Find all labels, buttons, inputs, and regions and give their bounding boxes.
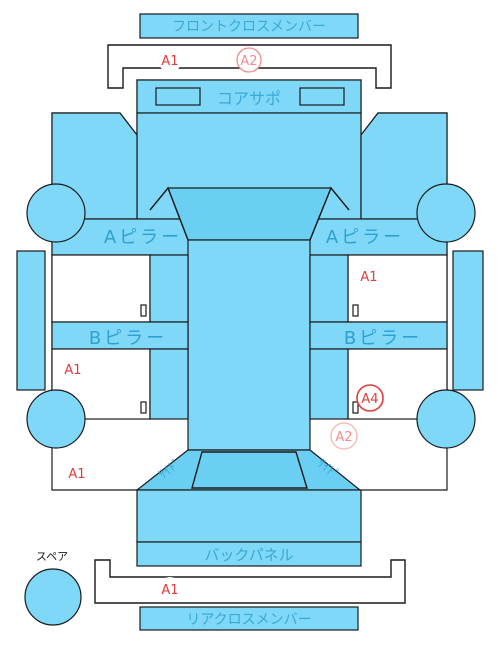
rear-window-inner: [191, 451, 308, 489]
right-side-rail-rear[interactable]: [309, 348, 349, 420]
back-panel-label: バックパネル: [204, 546, 293, 564]
right-marker-upper: [352, 304, 359, 317]
mark-front-a2[interactable]: A2: [240, 54, 257, 69]
mark-front-a1-bg: [158, 48, 182, 72]
mark-front-a1[interactable]: A1: [161, 54, 178, 69]
left-marker-lower: [140, 401, 147, 414]
rear-bracket: [94, 559, 406, 604]
windshield[interactable]: [167, 187, 332, 241]
windshield-left-edge: [149, 186, 189, 241]
front-bracket: [107, 44, 392, 89]
mark-front-a2-circle: [236, 47, 262, 73]
mark-right-a4-circle: [356, 384, 384, 412]
front-cross-member[interactable]: [139, 13, 359, 39]
left-side-rail-front[interactable]: [149, 254, 189, 323]
mark-rear-a1-bg: [158, 577, 182, 601]
mark-right-a1[interactable]: A1: [360, 270, 377, 285]
b-pillar-left-label: Bピラー: [89, 328, 167, 349]
mark-rear-a1[interactable]: A1: [161, 583, 178, 598]
a-pillar-left-label: Aピラー: [104, 227, 182, 248]
left-side-rail-rear[interactable]: [149, 348, 189, 420]
spare-label: スペア: [36, 550, 68, 563]
windshield-right-edge: [309, 186, 350, 241]
b-pillar-right[interactable]: [309, 321, 448, 350]
right-side-step[interactable]: [452, 250, 484, 391]
right-door-front[interactable]: [347, 254, 448, 323]
mark-right-a2[interactable]: A2: [335, 430, 352, 445]
left-door-front[interactable]: [51, 254, 151, 323]
right-side-rail-front[interactable]: [309, 254, 349, 323]
a-pillar-right-label: Aピラー: [326, 227, 404, 248]
back-panel[interactable]: [136, 541, 362, 567]
back-panel-upper[interactable]: [136, 489, 362, 543]
mark-lower-left-a1[interactable]: A1: [68, 467, 85, 482]
left-marker-upper: [140, 304, 147, 317]
spare-tire[interactable]: [24, 568, 82, 626]
mark-right-a2-circle: [330, 422, 358, 450]
front-left-wheel[interactable]: [26, 183, 86, 243]
roof[interactable]: [187, 239, 311, 451]
front-cross-member-label: フロントクロスメンバー: [172, 19, 326, 35]
core-support-label: コアサポ: [217, 89, 281, 108]
rear-right-wheel[interactable]: [416, 389, 476, 449]
rear-left-wheel[interactable]: [26, 389, 86, 449]
mark-right-a4[interactable]: A4: [361, 392, 378, 407]
rear-cross-member-label: リアクロスメンバー: [186, 612, 311, 628]
b-pillar-left[interactable]: [51, 321, 189, 350]
right-marker-lower: [352, 401, 359, 414]
core-support-slot-right: [299, 87, 345, 106]
left-side-step[interactable]: [16, 250, 46, 391]
front-right-wheel[interactable]: [416, 183, 476, 243]
b-pillar-right-label: Bピラー: [344, 328, 422, 349]
rear-cross-member[interactable]: [139, 606, 359, 631]
mark-left-a1[interactable]: A1: [64, 363, 81, 378]
core-support-slot-left: [155, 87, 201, 106]
